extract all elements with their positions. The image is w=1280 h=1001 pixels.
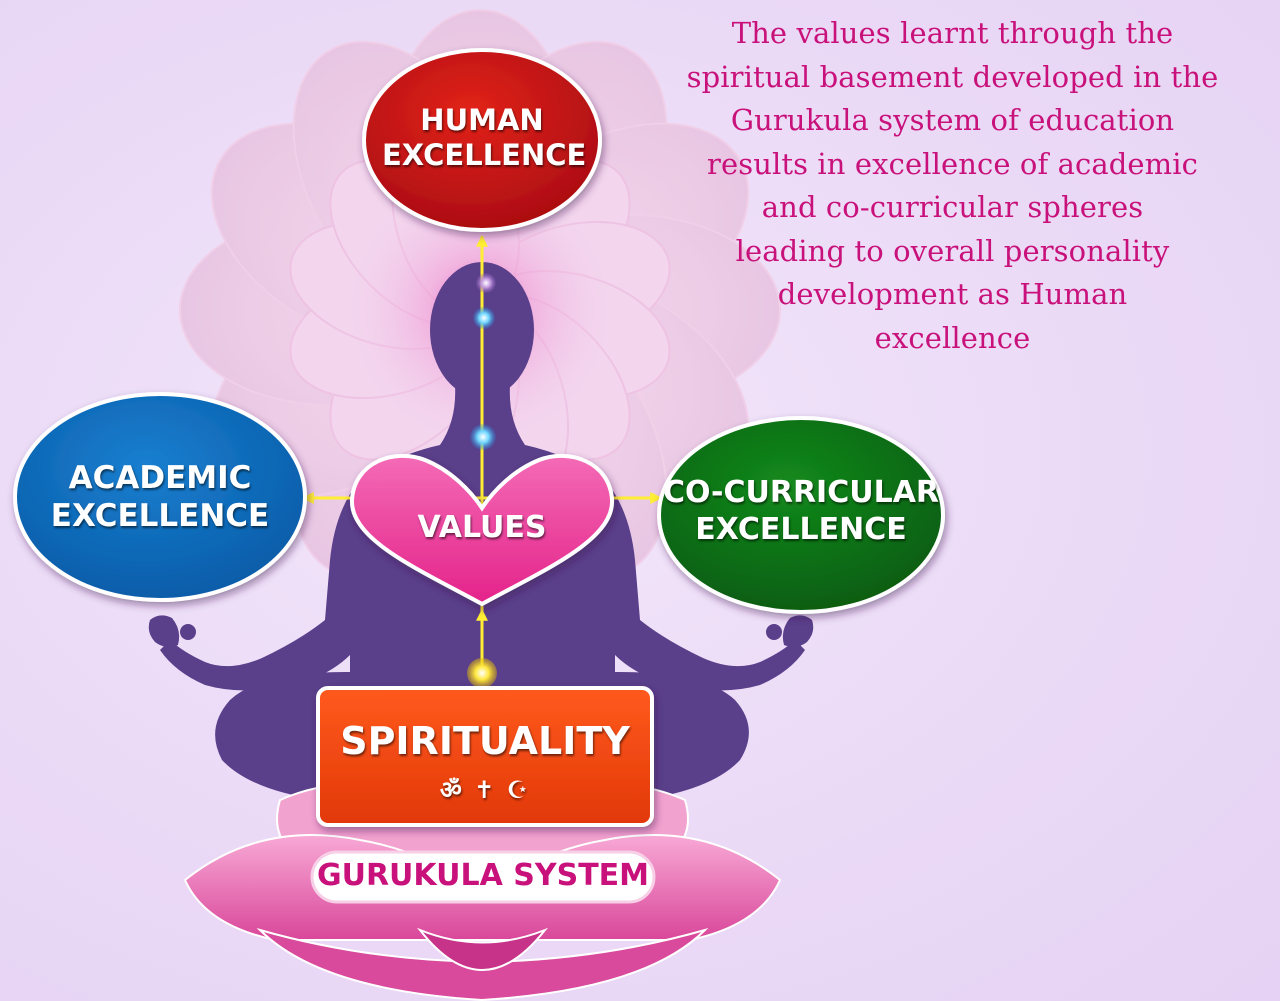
description-line: excellence [874, 320, 1031, 355]
third-eye-chakra-icon [473, 307, 495, 329]
spirituality-box [316, 686, 654, 827]
description-line: spiritual basement developed in the [686, 59, 1219, 94]
human-excellence-label: HUMAN EXCELLENCE [382, 103, 587, 174]
gurukula-system-pill [310, 850, 656, 904]
co-curricular-excellence-label-line2: EXCELLENCE [695, 511, 907, 547]
human-excellence-label-line1: HUMAN [420, 103, 544, 137]
faith-symbols-text: ॐ ✝ ☪ [439, 776, 531, 804]
description-line: Gurukula system of education [730, 103, 1175, 137]
co-curricular-excellence-label-line1: CO-CURRICULAR [662, 475, 940, 510]
human-excellence-node [362, 48, 602, 232]
co-curricular-excellence-node [657, 416, 945, 614]
values-heart [349, 453, 615, 607]
description-line: The values learnt through the [731, 16, 1174, 50]
description-line: results in excellence of academic [707, 146, 1198, 181]
human-excellence-label-line2: EXCELLENCE [382, 138, 587, 173]
description-line: leading to overall personality [735, 233, 1170, 268]
gurukula-system-label: GURUKULA SYSTEM [312, 858, 654, 895]
gurukula-system-label-text: GURUKULA SYSTEM [316, 858, 650, 893]
academic-excellence-label-line1: ACADEMIC [68, 460, 252, 496]
crown-chakra-icon [476, 273, 496, 293]
throat-chakra-icon [470, 424, 496, 450]
spirituality-label: SPIRITUALITY [318, 718, 652, 764]
spirituality-label-text: SPIRITUALITY [340, 719, 630, 763]
root-chakra-icon [467, 658, 497, 688]
description-line: development as Human [777, 277, 1128, 311]
description-line: and co-curricular spheres [761, 190, 1144, 224]
academic-excellence-node [13, 392, 307, 602]
values-label: VALUES [392, 510, 572, 547]
values-label-text: VALUES [417, 510, 547, 545]
co-curricular-excellence-label: CO-CURRICULAR EXCELLENCE [661, 475, 941, 548]
academic-excellence-label: ACADEMIC EXCELLENCE [30, 460, 290, 536]
description-text: The values learnt through the spiritual … [660, 12, 1245, 360]
academic-excellence-label-line2: EXCELLENCE [50, 497, 270, 534]
faith-symbols-icon: ॐ ✝ ☪ [318, 776, 652, 805]
